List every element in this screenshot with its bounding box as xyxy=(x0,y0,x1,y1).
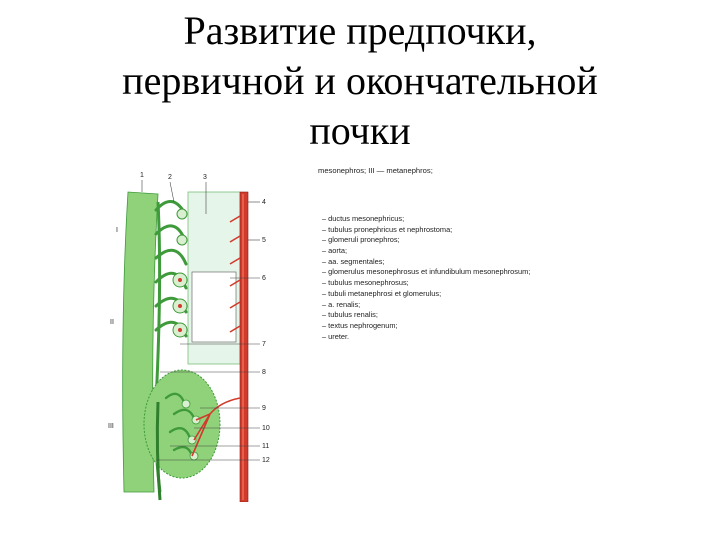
label-section-3: III xyxy=(108,423,114,430)
title-line-2: первичной и окончательной xyxy=(122,58,598,103)
legend-item: – tubulus renalis; xyxy=(322,310,378,320)
legend-item: – tubulus pronephricus et nephrostoma; xyxy=(322,224,453,234)
segmental-arteries xyxy=(229,215,241,333)
aorta xyxy=(239,191,249,503)
embryo-kidney-drawing: 1 2 3 4 5 6 7 8 9 10 11 12 I II III xyxy=(108,172,270,503)
kidney-development-illustration: 1 2 3 4 5 6 7 8 9 10 11 12 I II III xyxy=(100,162,312,507)
label-number-11: 11 xyxy=(262,443,269,450)
label-number-2: 2 xyxy=(168,174,172,181)
legend-item: – aorta; xyxy=(322,246,348,256)
legend-item: – textus nephrogenum; xyxy=(322,320,398,330)
metanephros-body xyxy=(143,369,221,479)
legend-header: mesonephros; III — metanephros; xyxy=(318,166,433,175)
label-number-9: 9 xyxy=(262,405,266,412)
title-line-3: почки xyxy=(309,108,411,153)
ureter xyxy=(155,401,162,501)
legend-item: – a. renalis; xyxy=(322,299,361,309)
label-number-10: 10 xyxy=(262,425,270,432)
label-number-5: 5 xyxy=(262,237,266,244)
label-number-8: 8 xyxy=(262,369,266,376)
legend-item: – ductus mesonephricus; xyxy=(322,214,405,223)
label-number-6: 6 xyxy=(262,275,266,282)
label-number-1: 1 xyxy=(140,172,144,179)
legend-item: – tubulus mesonephrosus; xyxy=(322,278,409,288)
legend-item: – aa. segmentales; xyxy=(322,256,385,266)
label-number-7: 7 xyxy=(262,341,266,348)
renal-artery xyxy=(191,397,241,457)
label-section-1: I xyxy=(116,227,118,234)
label-number-3: 3 xyxy=(203,174,207,181)
legend-item: – glomeruli pronephros; xyxy=(322,235,400,245)
label-section-2: II xyxy=(110,319,114,326)
glomeruli-red-dots xyxy=(178,278,182,332)
inner-canal xyxy=(191,271,237,343)
legend-item: – tubuli metanephrosi et glomerulus; xyxy=(322,288,442,298)
label-number-12: 12 xyxy=(262,457,270,464)
legend-item: – glomerulus mesonephrosus et infundibul… xyxy=(322,267,531,277)
title-line-1: Развитие предпочки, xyxy=(183,8,537,53)
renal-glomeruli xyxy=(181,399,201,461)
legend-list: – ductus mesonephricus; – tubulus pronep… xyxy=(322,214,530,342)
label-number-4: 4 xyxy=(262,199,266,206)
page-title: Развитие предпочки, первичной и окончате… xyxy=(0,6,720,156)
legend-item: – ureter. xyxy=(322,331,350,341)
